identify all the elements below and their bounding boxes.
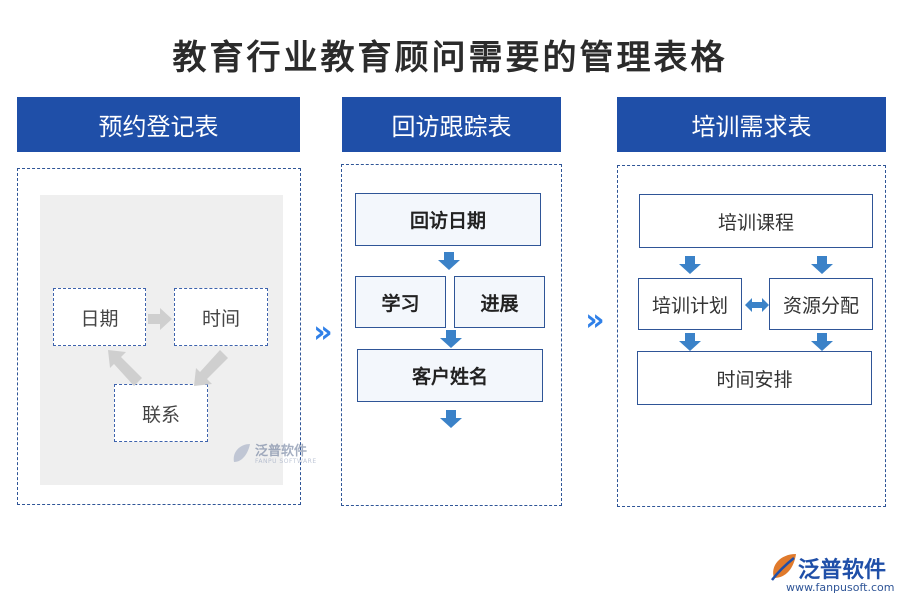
box-date: 日期 xyxy=(53,288,146,346)
separator-chevron-2: » xyxy=(585,302,605,338)
box-time-schedule: 时间安排 xyxy=(637,351,872,405)
watermark-sub: FANPU SOFTWARE xyxy=(255,458,317,465)
arrow-down-icon xyxy=(440,330,462,348)
box-resource-allocation: 资源分配 xyxy=(769,278,873,330)
arrow-down-icon xyxy=(438,252,460,270)
box-visit-date: 回访日期 xyxy=(355,193,541,246)
panel-followup xyxy=(341,164,562,506)
panel-appointment xyxy=(17,168,301,505)
header-appointment: 预约登记表 xyxy=(17,97,300,152)
box-study: 学习 xyxy=(355,276,446,328)
panel-training xyxy=(617,165,886,507)
arrow-down-icon xyxy=(811,256,833,274)
arrow-time-to-contact-icon xyxy=(194,350,228,386)
page-title: 教育行业教育顾问需要的管理表格 xyxy=(172,38,728,78)
brand-leaf-icon xyxy=(771,554,796,581)
brand-url: www.fanpusoft.com xyxy=(786,581,895,594)
watermark-leaf-icon xyxy=(233,444,250,462)
box-customer-name: 客户姓名 xyxy=(357,349,543,402)
separator-chevron-1: » xyxy=(313,314,333,350)
header-followup: 回访跟踪表 xyxy=(342,97,561,152)
box-time: 时间 xyxy=(174,288,268,346)
arrow-date-to-time-icon xyxy=(148,308,172,330)
box-course: 培训课程 xyxy=(639,194,873,248)
box-progress: 进展 xyxy=(454,276,545,328)
watermark-name: 泛普软件 xyxy=(255,444,308,459)
arrow-down-icon xyxy=(679,333,701,351)
arrow-down-icon xyxy=(440,410,462,428)
brand-logo: 泛普软件 www.fanpusoft.com xyxy=(768,550,898,596)
box-contact: 联系 xyxy=(114,384,208,442)
header-training: 培训需求表 xyxy=(617,97,886,152)
arrow-contact-to-date-icon xyxy=(108,350,142,386)
arrow-down-icon xyxy=(811,333,833,351)
box-training-plan: 培训计划 xyxy=(638,278,742,330)
arrow-down-icon xyxy=(679,256,701,274)
brand-name: 泛普软件 xyxy=(798,558,887,583)
double-arrow-icon xyxy=(745,298,769,312)
